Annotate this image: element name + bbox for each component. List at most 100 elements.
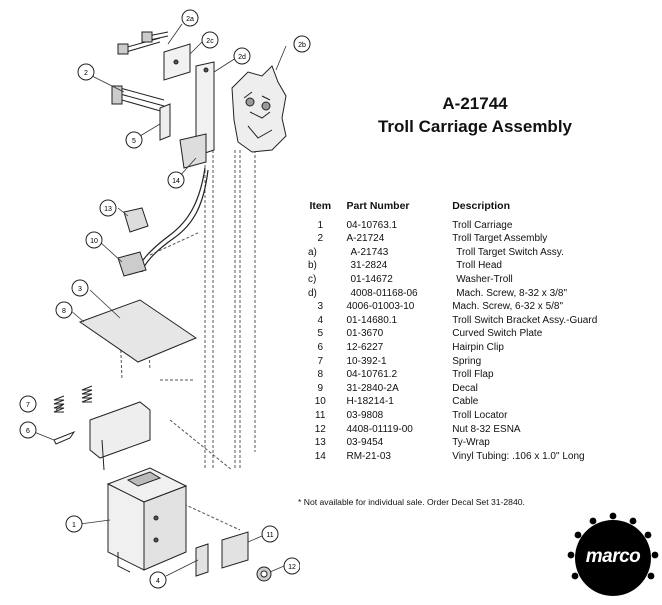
footnote: * Not available for individual sale. Ord…	[298, 497, 525, 507]
table-row: a) A-21743 Troll Target Switch Assy.	[298, 246, 662, 260]
row-description: Mach. Screw, 6-32 x 5/8"	[452, 301, 564, 313]
table-row: 8 04-10761.2 Troll Flap	[298, 368, 662, 382]
row-description: Nut 8-32 ESNA	[452, 423, 521, 435]
row-description: Troll Head	[456, 260, 502, 272]
row-description: Troll Flap	[452, 369, 494, 381]
locator-illustration	[195, 531, 249, 577]
hairpin-clip-illustration	[53, 430, 76, 445]
row-item: a)	[308, 246, 317, 258]
callout-1: 1	[65, 515, 83, 533]
row-part-number: 31-2840-2A	[346, 382, 399, 394]
callout-10-label: 10	[90, 238, 98, 245]
callout-11: 11	[261, 525, 279, 543]
row-description: Curved Switch Plate	[452, 328, 543, 340]
callout-2b-label: 2b	[298, 42, 306, 49]
callout-1-label: 1	[72, 522, 76, 529]
header-item: Item	[309, 200, 332, 212]
row-description: Troll Locator	[452, 409, 508, 421]
row-item: b)	[308, 260, 317, 272]
row-description: Ty-Wrap	[452, 437, 490, 449]
row-part-number: RM-21-03	[346, 450, 391, 462]
callout-7: 7	[19, 395, 37, 413]
callout-12: 12	[283, 557, 300, 575]
row-description: Vinyl Tubing: .106 x 1.0" Long	[452, 450, 585, 462]
assembly-part-number: A-21744	[442, 94, 508, 113]
row-item: 5	[317, 328, 324, 340]
table-row: b) 31-2824 Troll Head	[298, 259, 662, 273]
row-description: Spring	[452, 355, 482, 367]
table-row: d) 4008-01168-06 Mach. Screw, 8-32 x 3/8"	[298, 287, 662, 301]
carriage-body-illustration	[106, 467, 188, 573]
guard-bracket-illustration	[89, 401, 151, 471]
callout-2b-overlay: 2b	[293, 35, 311, 53]
row-part-number: 12-6227	[346, 341, 384, 353]
callout-2d: 2d	[233, 47, 251, 65]
screws-illustration	[111, 31, 169, 113]
callout-2c: 2c	[201, 31, 219, 49]
marco-logo-text: marco	[585, 546, 641, 567]
marco-logo-mark	[567, 512, 659, 596]
callout-4-label: 4	[156, 578, 160, 585]
row-item: 11	[315, 409, 326, 421]
row-item: 9	[317, 382, 324, 394]
row-description: Troll Target Assembly	[452, 233, 548, 245]
callout-13-label: 13	[104, 206, 112, 213]
callout-5-label: 5	[132, 138, 136, 145]
callout-10: 10	[85, 231, 103, 249]
parts-list-table: Item Part Number Description 1 04-10763.1…	[298, 200, 662, 463]
connector-illustration	[117, 207, 149, 277]
row-part-number: 01-14680.1	[346, 314, 398, 326]
callout-6: 6	[19, 421, 37, 439]
row-item: 8	[317, 369, 324, 381]
row-description: Hairpin Clip	[452, 341, 504, 353]
table-row: 5 01-3670 Curved Switch Plate	[298, 327, 662, 341]
row-part-number: 4006-01003-10	[346, 301, 415, 313]
row-part-number: A-21743	[350, 246, 389, 258]
row-part-number: 04-10763.1	[346, 219, 398, 231]
table-row: 3 4006-01003-10 Mach. Screw, 6-32 x 5/8"	[298, 300, 662, 314]
row-part-number: 4408-01119-00	[346, 423, 413, 435]
header-part-number: Part Number	[346, 200, 410, 212]
callout-14: 14	[167, 171, 185, 189]
row-part-number: 04-10761.2	[346, 369, 398, 381]
callout-5: 5	[125, 131, 143, 149]
callout-2a: 2a	[181, 9, 199, 27]
row-item: 14	[314, 450, 326, 462]
row-item: 3	[317, 301, 324, 313]
troll-head-illustration	[231, 65, 287, 153]
callout-2-label: 2	[84, 70, 88, 77]
target-switch-illustration	[163, 43, 215, 169]
row-description: Troll Carriage	[452, 219, 513, 231]
row-description: Mach. Screw, 8-32 x 3/8"	[456, 287, 568, 299]
row-description: Troll Target Switch Assy.	[456, 246, 564, 258]
exploded-view-diagram: 2a 2c 2d 2 5 14 13 10 3 8 7 6 1 4 11 12	[19, 9, 300, 589]
parts-table-header: Item Part Number Description	[298, 200, 662, 219]
row-part-number: 31-2824	[350, 260, 388, 272]
callout-7-label: 7	[26, 402, 30, 409]
table-row: 14 RM-21-03 Vinyl Tubing: .106 x 1.0" Long	[298, 450, 662, 464]
callout-11-label: 11	[266, 532, 273, 539]
row-item: d)	[308, 287, 317, 299]
callout-8: 8	[55, 301, 73, 319]
row-part-number: 10-392-1	[346, 355, 387, 367]
row-part-number: 01-3670	[346, 328, 384, 340]
row-item: 1	[317, 219, 324, 231]
callout-3: 3	[71, 279, 89, 297]
row-part-number: 03-9454	[346, 437, 384, 449]
callout-2c-label: 2c	[206, 38, 214, 45]
flap-plate-illustration	[78, 299, 198, 363]
callout-4: 4	[149, 571, 167, 589]
row-part-number: 4008-01168-06	[350, 287, 418, 299]
row-description: Washer-Troll	[456, 273, 513, 285]
row-item: 2	[317, 233, 324, 245]
